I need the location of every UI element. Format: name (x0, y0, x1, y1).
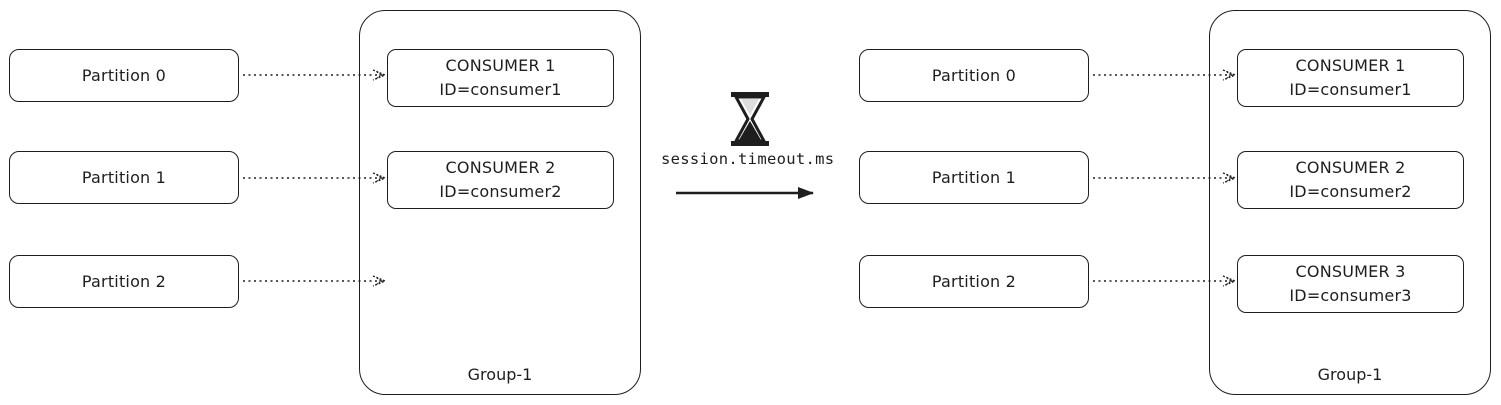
consumer-name: CONSUMER 2 (1295, 158, 1406, 177)
consumer-id: ID=consumer1 (439, 80, 562, 99)
partition-label: Partition 0 (931, 66, 1017, 85)
partition-box-2-after: Partition 2 (859, 255, 1089, 308)
group-label-before: Group-1 (467, 365, 533, 384)
consumer-name: CONSUMER 1 (445, 56, 556, 75)
consumer-id: ID=consumer2 (439, 182, 562, 201)
consumer-id: ID=consumer1 (1289, 80, 1412, 99)
consumer-id: ID=consumer2 (1289, 182, 1412, 201)
partition-label: Partition 2 (931, 272, 1017, 291)
consumer-box-3-after: CONSUMER 3 ID=consumer3 (1237, 255, 1464, 313)
consumer-box-1-before: CONSUMER 1 ID=consumer1 (387, 49, 614, 107)
partition-label: Partition 2 (81, 272, 167, 291)
partition-label: Partition 0 (81, 66, 167, 85)
consumer-name: CONSUMER 1 (1295, 56, 1406, 75)
consumer-box-2-before: CONSUMER 2 ID=consumer2 (387, 151, 614, 209)
partition-box-0-after: Partition 0 (859, 49, 1089, 102)
consumer-box-1-after: CONSUMER 1 ID=consumer1 (1237, 49, 1464, 107)
partition-label: Partition 1 (931, 168, 1017, 187)
group-label-after: Group-1 (1317, 365, 1383, 384)
partition-box-0-before: Partition 0 (9, 49, 239, 102)
consumer-id: ID=consumer3 (1289, 286, 1412, 305)
partition-box-1-after: Partition 1 (859, 151, 1089, 204)
partition-box-2-before: Partition 2 (9, 255, 239, 308)
consumer-name: CONSUMER 2 (445, 158, 556, 177)
consumer-name: CONSUMER 3 (1295, 262, 1406, 281)
consumer-box-2-after: CONSUMER 2 ID=consumer2 (1237, 151, 1464, 209)
partition-box-1-before: Partition 1 (9, 151, 239, 204)
session-timeout-label: session.timeout.ms (661, 150, 835, 168)
consumer-group-after: Group-1 (1209, 10, 1491, 395)
hourglass-icon (731, 92, 769, 146)
partition-label: Partition 1 (81, 168, 167, 187)
consumer-group-before: Group-1 (359, 10, 641, 395)
